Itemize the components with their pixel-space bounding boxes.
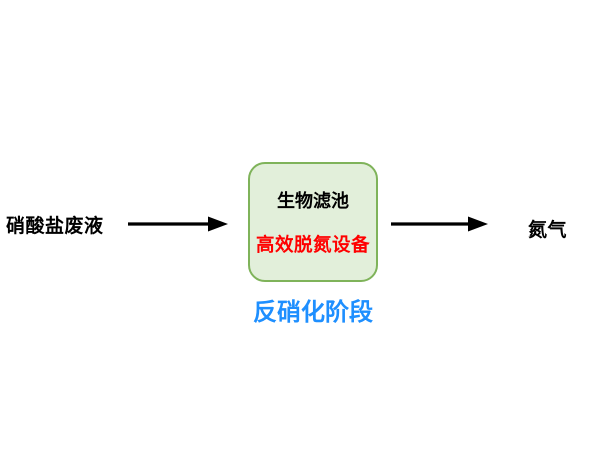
- input-label: 硝酸盐废液: [6, 216, 104, 237]
- stage-label: 反硝化阶段: [253, 299, 373, 326]
- equipment-name-label: 高效脱氮设备: [255, 234, 370, 255]
- process-box: 生物滤池 高效脱氮设备: [248, 162, 378, 282]
- output-label: 氮气: [528, 220, 568, 241]
- arrow-right-icon: [391, 216, 488, 232]
- arrow-right-icon: [128, 216, 228, 232]
- process-name-label: 生物滤池: [277, 191, 349, 211]
